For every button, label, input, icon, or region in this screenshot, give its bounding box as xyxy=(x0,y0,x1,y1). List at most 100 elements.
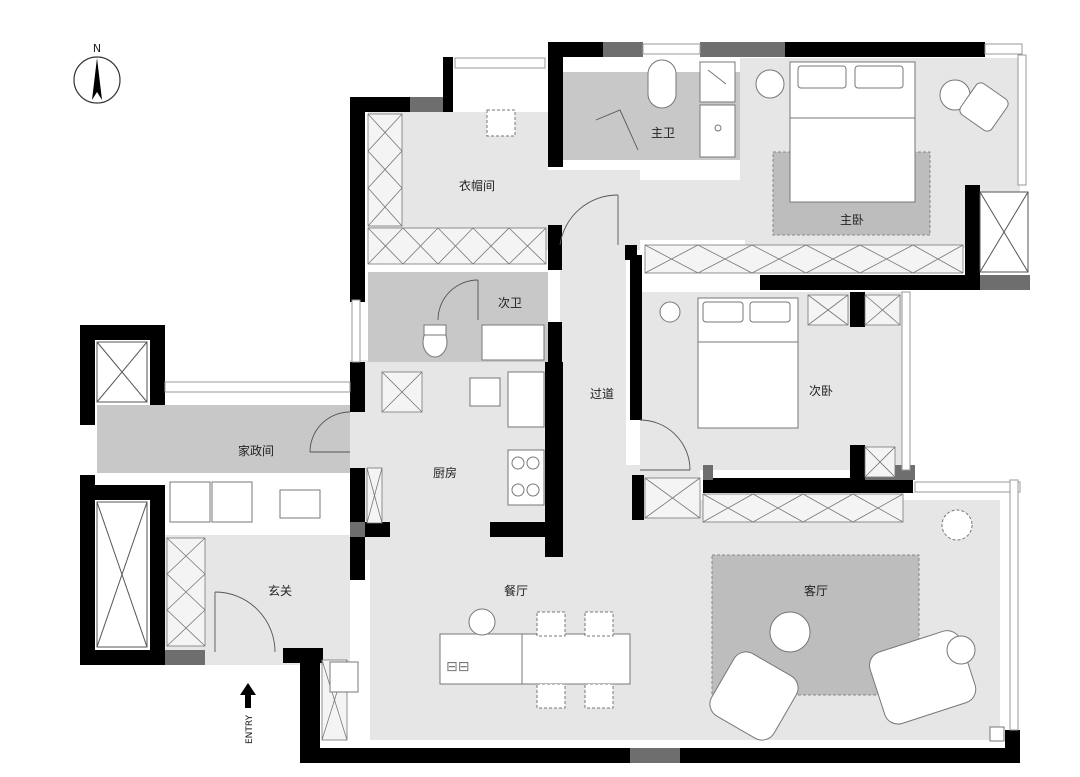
burner xyxy=(511,483,525,497)
wall-grey xyxy=(165,650,205,665)
stool xyxy=(486,109,516,137)
dining-stool xyxy=(468,608,496,636)
room-label-foyer: 玄关 xyxy=(268,583,292,598)
wall xyxy=(350,362,365,412)
wall xyxy=(80,485,95,665)
toilet-tank xyxy=(423,324,447,336)
floor-corridor xyxy=(560,195,626,545)
foyer-sink xyxy=(329,661,359,693)
wall-grey xyxy=(410,97,443,112)
kitchen-sink xyxy=(469,377,501,407)
entry-marker: ENTRY xyxy=(240,683,256,744)
wall xyxy=(80,325,95,425)
room-label-master-bath: 主卫 xyxy=(651,126,675,140)
dryer xyxy=(211,481,253,523)
room-labels: 主卫 衣帽间 主卧 次卫 过道 次卧 家政间 厨房 玄关 餐厅 客厅 xyxy=(238,126,864,598)
pillow xyxy=(797,65,847,89)
entry-arrow-icon xyxy=(240,683,256,708)
chair xyxy=(536,683,566,709)
north-compass: N xyxy=(73,42,121,104)
wall xyxy=(680,748,1020,763)
washer xyxy=(169,481,211,523)
sink xyxy=(714,124,722,132)
wall xyxy=(965,185,980,275)
wall xyxy=(150,485,165,665)
wall-grey xyxy=(703,465,713,480)
room-label-utility: 家政间 xyxy=(238,443,274,458)
door xyxy=(559,194,619,246)
balconies xyxy=(96,191,1029,648)
windows xyxy=(164,43,1027,731)
fridge xyxy=(507,371,545,428)
door xyxy=(214,591,276,653)
wall xyxy=(443,57,453,112)
wall xyxy=(545,362,563,557)
room-label-living: 客厅 xyxy=(804,583,828,598)
chair xyxy=(584,683,614,709)
compass-ring xyxy=(73,56,121,104)
door xyxy=(437,279,479,321)
sofa xyxy=(709,651,799,741)
shower xyxy=(699,61,736,103)
wall xyxy=(850,445,865,485)
wall xyxy=(548,42,563,167)
entry-label: ENTRY xyxy=(245,714,255,744)
window xyxy=(914,481,1021,493)
room-label-corridor: 过道 xyxy=(590,387,614,401)
wall xyxy=(630,255,642,420)
utility-sink xyxy=(279,489,321,519)
wall xyxy=(80,485,165,500)
wall-grey xyxy=(630,748,680,763)
window xyxy=(901,291,911,471)
cabinet xyxy=(702,493,904,523)
wall xyxy=(760,275,980,290)
wall xyxy=(850,292,865,327)
furniture: ⊟⊟ xyxy=(169,59,1009,742)
window xyxy=(1009,479,1019,731)
door xyxy=(309,411,351,453)
side-table xyxy=(946,635,976,665)
pillow xyxy=(854,65,904,89)
wall xyxy=(80,325,165,340)
armchair xyxy=(959,82,1009,132)
doors xyxy=(214,109,691,653)
cabinet xyxy=(367,227,547,265)
wall-grey xyxy=(603,42,643,57)
wall xyxy=(350,97,410,112)
window xyxy=(164,381,351,393)
wall xyxy=(632,475,644,520)
pillow xyxy=(749,301,791,323)
room-label-second-bedroom: 次卧 xyxy=(809,384,833,398)
wall xyxy=(1005,730,1020,763)
wall-grey xyxy=(980,275,1030,290)
floor-utility xyxy=(97,405,350,473)
window xyxy=(984,43,1023,55)
wall xyxy=(785,42,985,57)
door xyxy=(639,419,691,471)
wall xyxy=(490,522,560,537)
burner xyxy=(511,456,525,470)
nightstand xyxy=(659,301,681,323)
chair xyxy=(584,611,614,637)
wall xyxy=(548,225,562,270)
lamp xyxy=(941,509,973,541)
compass-label: N xyxy=(93,42,101,55)
wall xyxy=(300,748,630,763)
pillow xyxy=(702,301,744,323)
svg-text:⊟⊟: ⊟⊟ xyxy=(446,659,469,675)
cabinets xyxy=(166,113,964,741)
room-label-cloakroom: 衣帽间 xyxy=(459,178,495,193)
cabinet xyxy=(644,244,964,274)
wall xyxy=(350,97,365,302)
window xyxy=(642,43,701,55)
room-label-master-bedroom: 主卧 xyxy=(840,213,864,227)
burner xyxy=(526,456,540,470)
room-label-dining: 餐厅 xyxy=(504,583,528,598)
room-label-second-bath: 次卫 xyxy=(498,296,522,310)
window xyxy=(1017,54,1027,186)
wall xyxy=(300,648,320,758)
window xyxy=(454,57,546,69)
socket xyxy=(989,726,1005,742)
wall xyxy=(80,650,165,665)
